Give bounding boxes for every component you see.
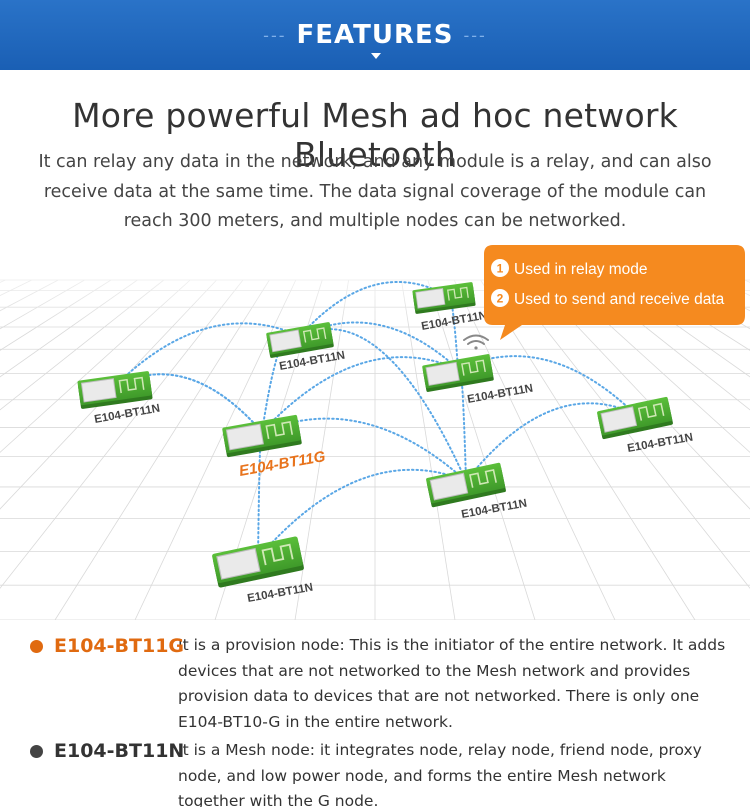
callout-item-2-text: Used to send and receive data: [514, 291, 725, 308]
callout-item-2: 2 Used to send and receive data: [491, 289, 725, 308]
legend-desc-g: It is a provision node: This is the init…: [178, 636, 726, 731]
module-node-g: [222, 414, 302, 458]
node-label: E104-BT11N: [93, 403, 161, 426]
number-1-icon: [491, 259, 509, 277]
bullet-dot-icon: [30, 745, 43, 758]
legend-name-g: E104-BT11G: [54, 635, 185, 657]
legend-name-n: E104-BT11N: [54, 740, 185, 762]
intro-text: It can relay any data in the network, an…: [38, 152, 712, 231]
caret-down-icon: [371, 53, 381, 59]
bullet-dot-icon: [30, 640, 43, 653]
module-node-n: [266, 322, 334, 358]
callout-bubble: 1 Used in relay mode 2 Used to send and …: [484, 245, 745, 340]
module-node-n: [77, 371, 153, 409]
module-node-n: [422, 354, 494, 392]
node-label: E104-BT11N: [460, 498, 528, 521]
module-node-n: [426, 462, 506, 508]
callout-item-1-text: Used in relay mode: [514, 261, 648, 278]
banner-title: FEATURES: [296, 20, 454, 50]
legend-item-g: E104-BT11G It is a provision node: This …: [30, 633, 730, 735]
headline: More powerful Mesh ad hoc network Blueto…: [72, 96, 678, 174]
banner-dash-left: ---: [263, 25, 287, 45]
svg-text:2: 2: [497, 292, 504, 306]
node-legend: E104-BT11G It is a provision node: This …: [30, 633, 730, 807]
node-label: E104-BT11N: [626, 432, 694, 455]
legend-desc-n: It is a Mesh node: it integrates node, r…: [178, 741, 702, 807]
callout-item-1: 1 Used in relay mode: [491, 259, 648, 278]
banner-dash-right: ---: [463, 25, 487, 45]
mesh-network-diagram: E104-BT11N E104-BT11N E104-BT11N E104-BT11N…: [0, 240, 750, 620]
features-banner: --- FEATURES ---: [0, 0, 750, 70]
node-label: E104-BT11N: [466, 383, 534, 406]
legend-item-n: E104-BT11N It is a Mesh node: it integra…: [30, 738, 730, 807]
svg-text:1: 1: [497, 262, 504, 276]
module-node-n: [412, 282, 476, 314]
module-node-n: [212, 536, 304, 588]
wifi-icon: [463, 334, 489, 350]
module-node-n: [597, 396, 673, 440]
number-2-icon: [491, 289, 509, 307]
